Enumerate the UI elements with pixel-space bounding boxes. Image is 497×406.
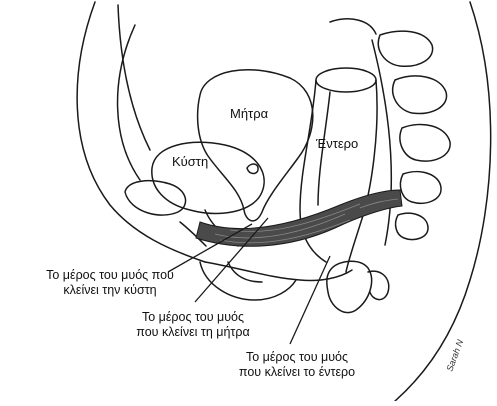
sacrum-vertebra: [400, 172, 441, 204]
uterus-shape: [198, 70, 313, 221]
spine-edge-top: [330, 19, 376, 34]
bowel-wall: [346, 80, 377, 272]
leader-line-bowel: [290, 256, 330, 344]
uterus-label: Μήτρα: [230, 106, 268, 121]
callout-line: κλείνει την κύστη: [36, 283, 184, 298]
callout-line: που κλείνει τη μήτρα: [118, 325, 268, 340]
sacrum-vertebra: [393, 76, 447, 114]
sacrum-vertebra: [400, 124, 450, 161]
bowel-muscle-callout: Το μέρος του μυός που κλείνει το έντερο: [222, 350, 372, 380]
labia-inner: [228, 262, 262, 282]
bladder-muscle-callout: Το μέρος του μυός που κλείνει την κύστη: [36, 268, 184, 298]
bowel-opening: [316, 68, 376, 92]
bowel-label: Έντερο: [316, 136, 358, 151]
anus-tissue: [327, 261, 372, 312]
callout-line: Το μέρος του μυός: [222, 350, 372, 365]
sacrum-vertebra: [396, 213, 428, 239]
callout-line: Το μέρος του μυός: [118, 310, 268, 325]
labia-contour: [200, 262, 296, 300]
callout-line: που κλείνει το έντερο: [222, 365, 372, 380]
ureter-mark: [247, 164, 258, 173]
callout-line: Το μέρος του μυός που: [36, 268, 184, 283]
sacrum-vertebra: [378, 31, 432, 66]
uterus-muscle-callout: Το μέρος του μυός που κλείνει τη μήτρα: [118, 310, 268, 340]
bladder-label: Κύστη: [172, 154, 208, 169]
artist-signature: Sarah N: [444, 338, 465, 373]
body-contour-left: [77, 2, 205, 262]
